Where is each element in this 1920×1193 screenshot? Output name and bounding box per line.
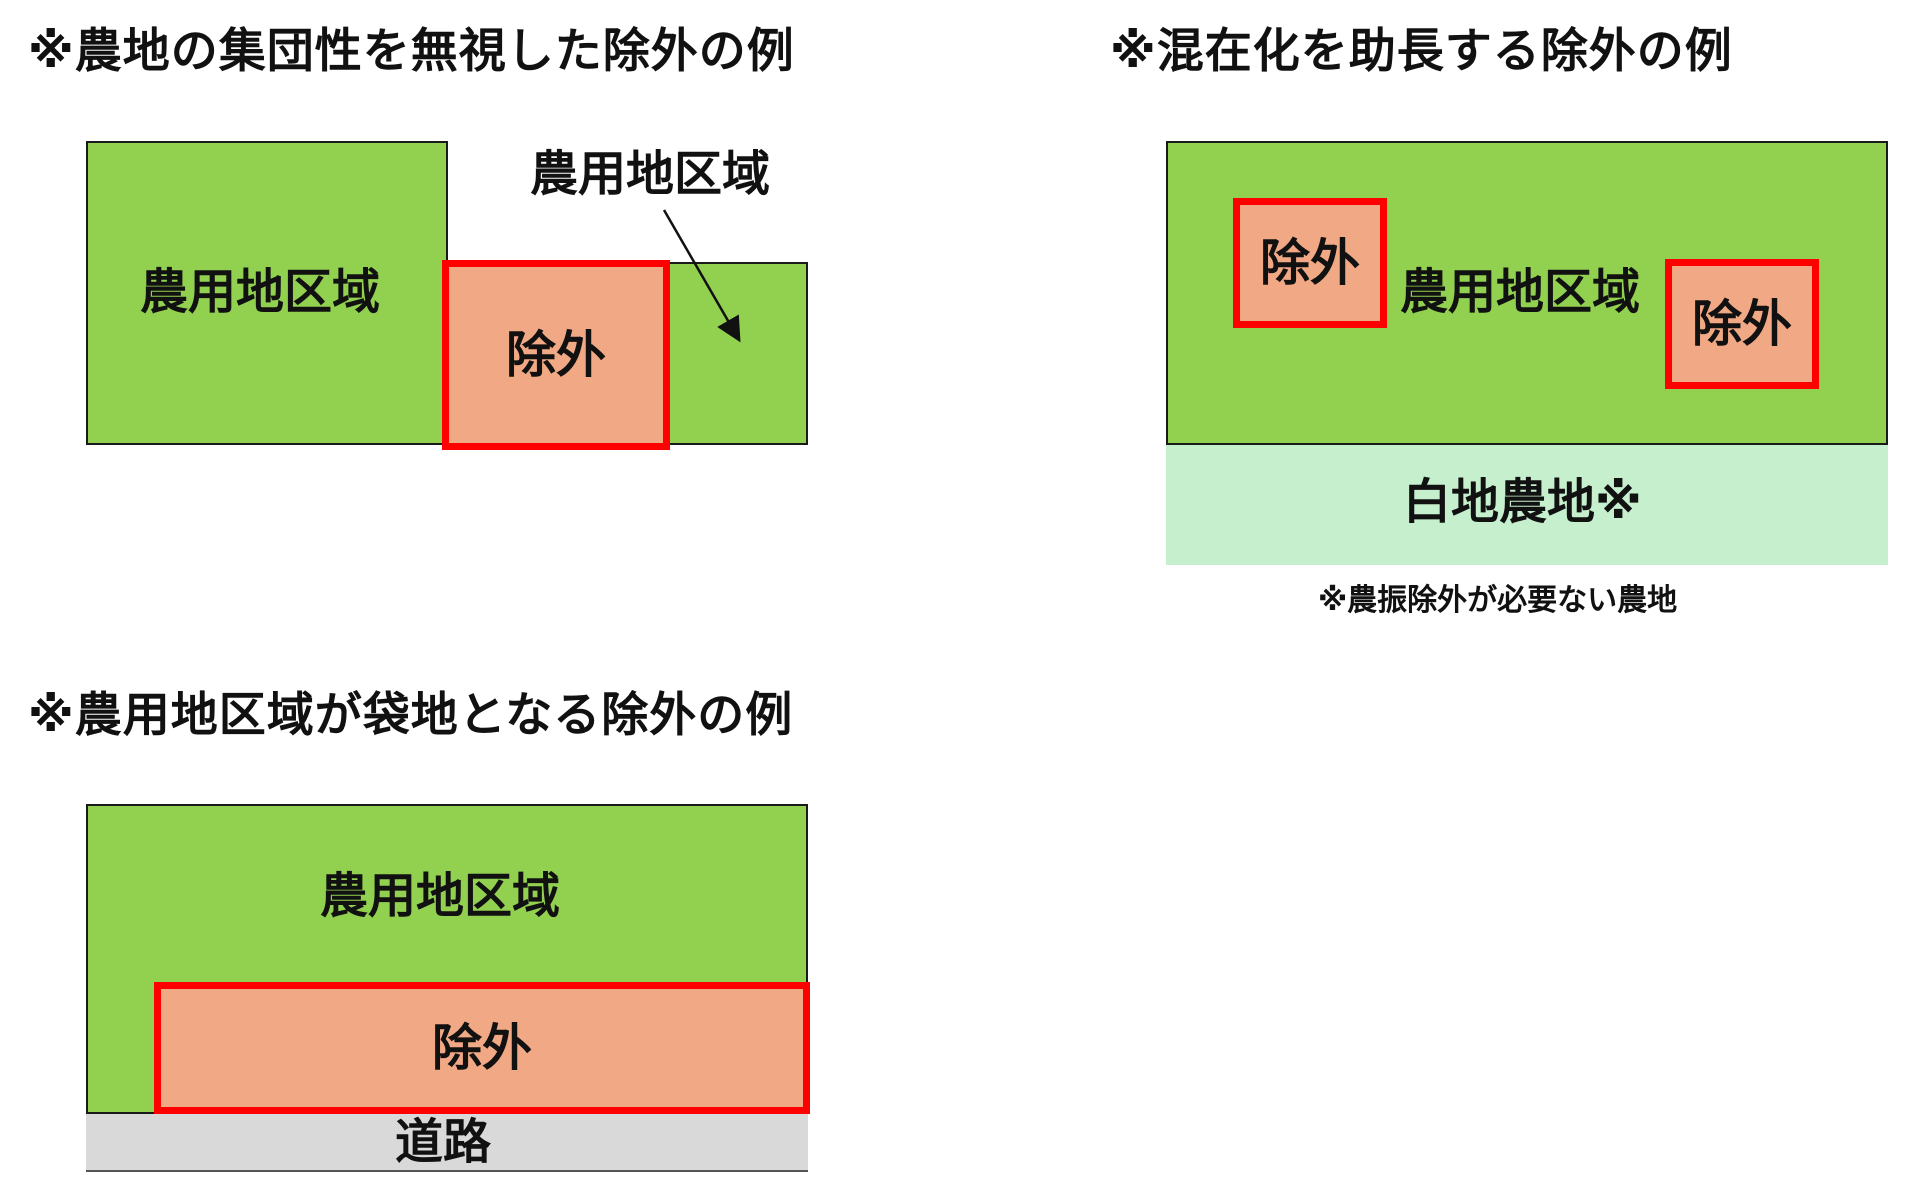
panel2-exclusion-right: 除外 — [1665, 259, 1819, 389]
panel1-pointer-label: 農用地区域 — [530, 146, 771, 202]
panel2-title: ※混在化を助長する除外の例 — [1110, 24, 1733, 79]
panel2-exclusion-right-label: 除外 — [1692, 295, 1792, 353]
panel3-road-label: 道路 — [395, 1114, 492, 1170]
panel1-zone-label: 農用地区域 — [140, 264, 381, 320]
panel3-exclusion-label: 除外 — [432, 1019, 532, 1077]
panel3-road — [86, 1114, 808, 1172]
panel2-zone-label: 農用地区域 — [1400, 264, 1641, 320]
panel2-exclusion-left-label: 除外 — [1260, 234, 1360, 292]
panel2-white-farmland — [1166, 445, 1888, 565]
panel1-zone-left — [86, 141, 448, 445]
panel1-exclusion-box: 除外 — [442, 260, 670, 450]
panel1-exclusion-label: 除外 — [506, 326, 606, 384]
panel2-white-farmland-label: 白地農地※ — [1403, 474, 1642, 530]
panel3-exclusion-box: 除外 — [154, 982, 810, 1114]
panel3-title: ※農用地区域が袋地となる除外の例 — [28, 688, 794, 743]
panel3-zone-label: 農用地区域 — [320, 868, 561, 924]
panel1-title: ※農地の集団性を無視した除外の例 — [28, 24, 795, 79]
panel2-footnote: ※農振除外が必要ない農地 — [1318, 583, 1678, 618]
panel2-exclusion-left: 除外 — [1233, 198, 1387, 328]
